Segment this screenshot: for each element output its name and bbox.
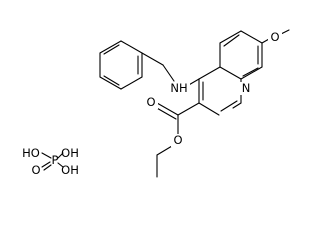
bond: [232, 102, 242, 109]
bond: [162, 64, 175, 82]
bond: [242, 67, 259, 77]
phosphoric-acid-bonds: [41, 152, 64, 171]
amine-nh-label: NH: [170, 81, 187, 95]
bond: [43, 164, 52, 171]
hydroxyl-right-label: OH: [61, 163, 79, 177]
bond: [57, 152, 64, 159]
chemical-structure-drawing: O NH N O O HO OH P O OH: [22, 29, 290, 178]
molecule-bonds: [99, 29, 290, 178]
bond: [223, 34, 240, 47]
phosphorus-label: P: [52, 153, 59, 167]
bond: [99, 40, 122, 54]
bond: [41, 152, 52, 159]
bond: [198, 66, 221, 80]
bond: [198, 102, 220, 116]
bond: [280, 29, 290, 35]
oxo-oxygen-label: O: [31, 163, 40, 177]
bond: [141, 52, 164, 66]
bond: [154, 106, 177, 120]
bond: [240, 30, 263, 44]
ester-oxygen-label: O: [173, 133, 182, 147]
bond: [219, 30, 242, 44]
bond: [156, 145, 173, 156]
bond: [156, 102, 179, 116]
bond: [219, 66, 242, 80]
bond: [240, 66, 263, 80]
bond: [120, 76, 143, 90]
bond: [99, 76, 122, 90]
atom-labels: O NH N O O HO OH P O OH: [22, 30, 282, 177]
hydroxyl-left-label: HO: [22, 146, 40, 160]
bond: [120, 40, 143, 54]
carbonyl-oxygen-label: O: [146, 95, 155, 109]
bond: [57, 162, 64, 168]
bond: [103, 44, 120, 55]
bond: [177, 102, 200, 116]
bond: [103, 75, 120, 86]
ring-nitrogen-label: N: [242, 81, 251, 95]
bond: [220, 100, 238, 112]
bond: [261, 38, 270, 44]
structure-canvas: O NH N O O HO OH P O OH: [22, 29, 290, 178]
methoxy-oxygen-label: O: [270, 30, 279, 44]
bond: [41, 161, 51, 168]
hydroxyl-top-label: OH: [61, 146, 79, 160]
